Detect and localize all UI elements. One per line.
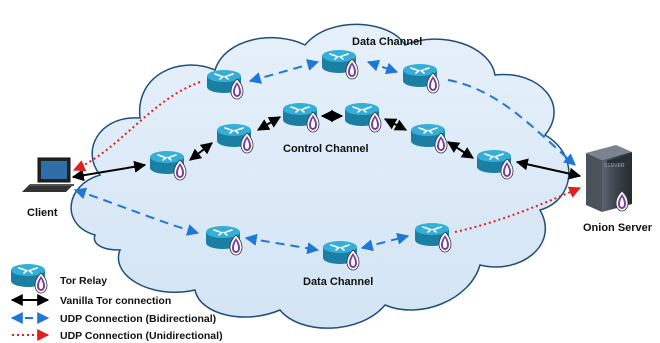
legend: Tor Relay Vanilla Tor connection UDP Con…: [11, 264, 223, 342]
legend-vanilla: Vanilla Tor connection: [60, 295, 171, 307]
legend-relay-icon: [11, 264, 47, 293]
data-channel-top-label: Data Channel: [352, 36, 422, 48]
control-channel-label: Control Channel: [283, 143, 369, 155]
legend-udp-bidirectional: UDP Connection (Bidirectional): [60, 313, 216, 325]
data-channel-bottom-label: Data Channel: [303, 276, 373, 288]
legend-udp-unidirectional: UDP Connection (Unidirectional): [60, 330, 223, 342]
udp-bidirectional-connections: [73, 59, 576, 255]
udp-unidirectional-connections: [72, 81, 582, 233]
laptop-icon: [22, 157, 74, 192]
onion-server-label: Onion Server: [583, 222, 653, 234]
client-label: Client: [27, 207, 58, 219]
server-icon: SERVER: [586, 145, 632, 212]
server-badge: SERVER: [604, 163, 625, 169]
legend-tor-relay: Tor Relay: [60, 275, 107, 287]
vanilla-connections: [71, 110, 582, 182]
